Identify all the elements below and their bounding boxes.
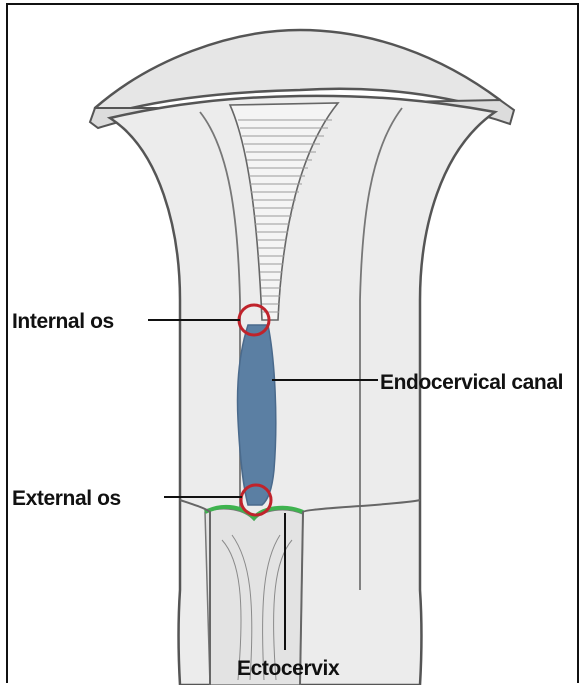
endocervical-canal-shape (237, 325, 275, 505)
external-os-label: External os (12, 487, 121, 510)
ectocervix-label: Ectocervix (237, 657, 340, 680)
endocervical-canal-label: Endocervical canal (380, 371, 563, 394)
internal-os-label: Internal os (12, 310, 114, 333)
